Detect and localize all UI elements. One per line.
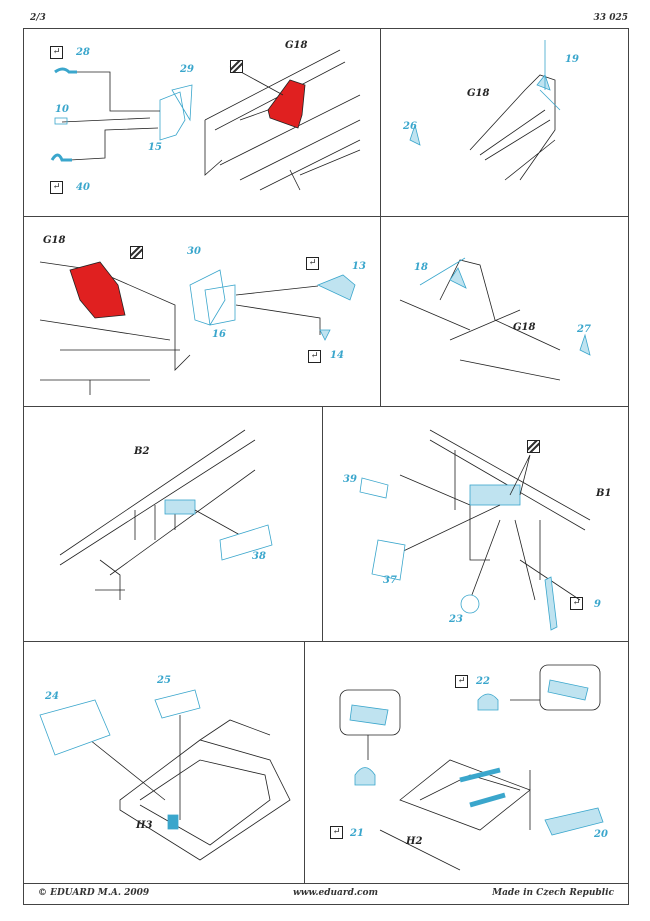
photo-etch-icon — [230, 60, 243, 73]
part-number: 13 — [352, 261, 366, 272]
part-number: 26 — [403, 121, 417, 132]
panel7-h3-art — [39, 689, 291, 861]
panel1-cockpit-art — [50, 49, 361, 191]
kit-number: 33 025 — [593, 13, 628, 23]
divider — [23, 883, 629, 884]
assembly-ref: B1 — [596, 488, 612, 499]
divider — [304, 641, 305, 883]
remove-part-icon: ↵ — [50, 181, 63, 194]
assembly-ref: G18 — [285, 40, 308, 51]
part-number: 40 — [76, 182, 90, 193]
part-number: 21 — [350, 828, 364, 839]
assembly-ref: H2 — [406, 836, 423, 847]
panel6-b1-art — [359, 429, 591, 631]
part-number: 38 — [252, 551, 266, 562]
part-number: 28 — [76, 47, 90, 58]
divider — [380, 28, 381, 406]
assembly-ref: G18 — [467, 88, 490, 99]
remove-part-icon: ↵ — [330, 826, 343, 839]
copyright: © EDUARD M.A. 2009 — [38, 888, 150, 898]
panel2-cockpit-art — [409, 40, 561, 181]
divider — [322, 406, 323, 641]
part-number: 29 — [180, 64, 194, 75]
part-number: 20 — [594, 829, 608, 840]
panel5-b2-art — [59, 429, 273, 600]
remove-part-icon: ↵ — [455, 675, 468, 688]
part-number: 15 — [148, 142, 162, 153]
remove-part-icon: ↵ — [570, 597, 583, 610]
sheet-frame — [23, 28, 629, 905]
photo-etch-icon — [130, 246, 143, 259]
part-number: 30 — [187, 246, 201, 257]
part-number: 10 — [55, 104, 69, 115]
panel3-cockpit-art — [39, 261, 356, 395]
part-number: 9 — [594, 599, 601, 610]
website: www.eduard.com — [293, 888, 379, 898]
assembly-ref: H3 — [136, 820, 153, 831]
remove-part-icon: ↵ — [50, 46, 63, 59]
assembly-ref: B2 — [134, 446, 150, 457]
panel4-cockpit-art — [399, 257, 591, 381]
assembly-ref: G18 — [43, 235, 66, 246]
part-number: 23 — [449, 614, 463, 625]
assembly-ref: G18 — [513, 322, 536, 333]
photo-etch-icon — [527, 440, 540, 453]
divider — [23, 641, 629, 642]
remove-part-icon: ↵ — [306, 257, 319, 270]
part-number: 16 — [212, 329, 226, 340]
part-number: 37 — [383, 575, 397, 586]
divider — [23, 406, 629, 407]
part-number: 27 — [577, 324, 591, 335]
red-painted-area — [267, 79, 306, 129]
part-number: 22 — [476, 676, 490, 687]
remove-part-icon: ↵ — [308, 350, 321, 363]
part-number: 25 — [157, 675, 171, 686]
part-number: 19 — [565, 54, 579, 65]
panel8-h2-art — [339, 664, 604, 871]
part-number: 24 — [45, 691, 59, 702]
part-number: 39 — [343, 474, 357, 485]
part-number: 14 — [330, 350, 344, 361]
origin: Made in Czech Republic — [492, 888, 614, 898]
red-painted-area — [69, 261, 126, 319]
part-number: 18 — [414, 262, 428, 273]
page-number: 2/3 — [30, 13, 46, 23]
divider — [23, 216, 629, 217]
